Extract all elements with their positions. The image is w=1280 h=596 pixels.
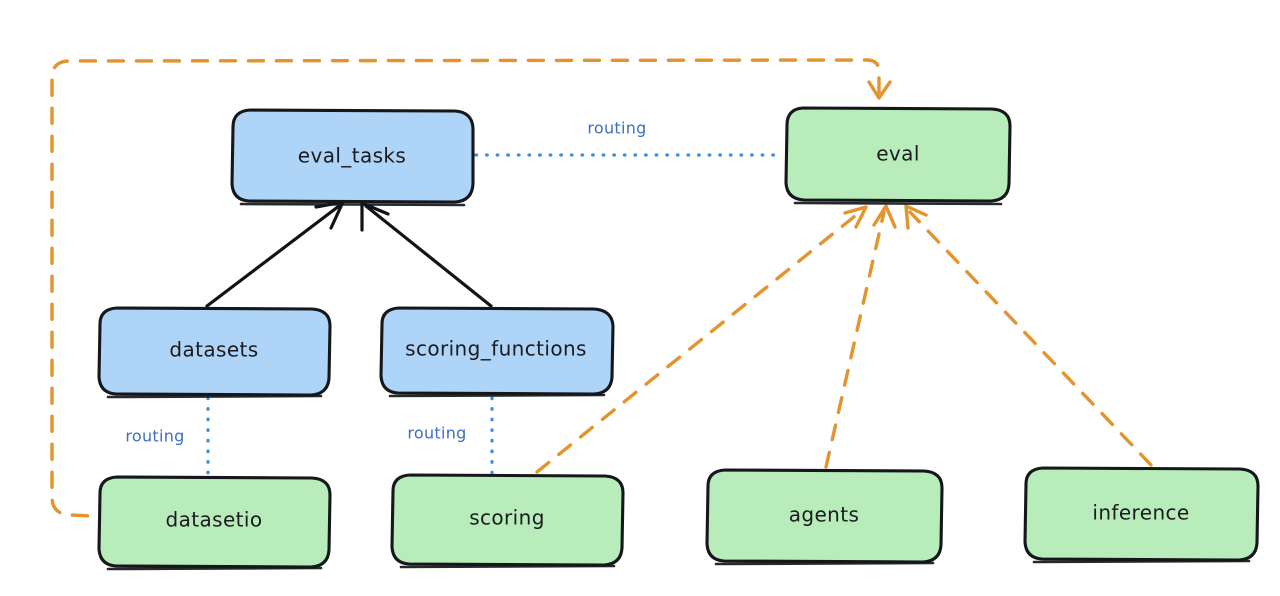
edge-scoring_functions-to-eval_tasks xyxy=(360,201,493,308)
node-label-inference: inference xyxy=(1092,501,1189,525)
node-scoring[interactable]: scoring xyxy=(390,473,625,569)
node-label-eval: eval xyxy=(876,142,920,166)
node-eval[interactable]: eval xyxy=(784,106,1012,206)
edge-inference-to-eval xyxy=(904,204,1153,467)
node-label-datasetio: datasetio xyxy=(165,508,262,532)
node-datasets[interactable]: datasets xyxy=(97,306,332,399)
edge-scoring-to-eval xyxy=(535,205,868,474)
edge-label-routing-scoring_functions-scoring: routing xyxy=(407,424,466,443)
edge-label-routing-eval_tasks-eval: routing xyxy=(587,119,646,138)
node-label-eval_tasks: eval_tasks xyxy=(298,144,406,168)
edge-label-routing-datasets-datasetio: routing xyxy=(125,427,184,446)
edge-agents-to-eval xyxy=(824,204,897,469)
node-agents[interactable]: agents xyxy=(705,468,944,566)
node-label-agents: agents xyxy=(789,503,860,527)
node-eval_tasks[interactable]: eval_tasks xyxy=(230,108,475,207)
edge-datasets-to-eval_tasks xyxy=(205,200,345,308)
node-datasetio[interactable]: datasetio xyxy=(97,475,332,571)
node-label-scoring: scoring xyxy=(469,506,545,530)
node-scoring_functions[interactable]: scoring_functions xyxy=(379,306,615,398)
edge-eval-to-datasetio xyxy=(50,58,892,518)
node-label-scoring_functions: scoring_functions xyxy=(405,337,587,361)
node-label-datasets: datasets xyxy=(169,338,258,362)
node-inference[interactable]: inference xyxy=(1023,466,1260,564)
